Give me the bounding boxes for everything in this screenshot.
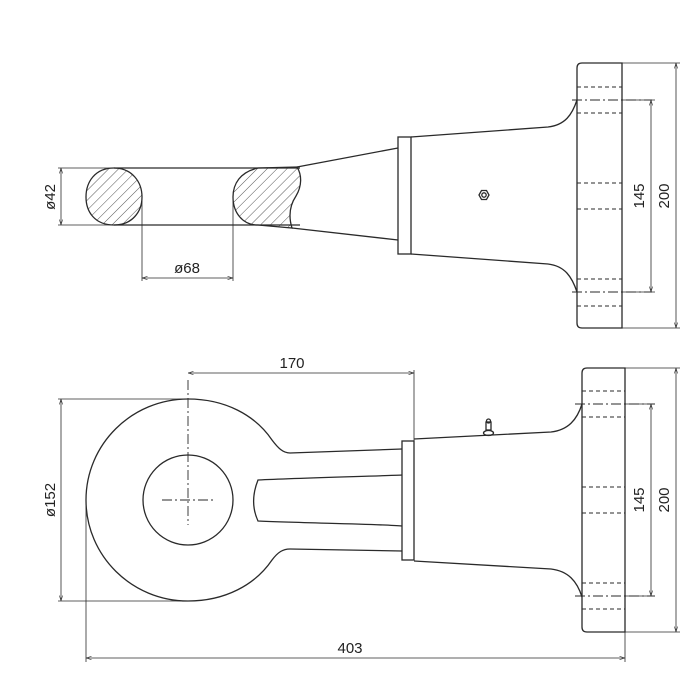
dimension-overall-length: 403 <box>85 500 626 662</box>
dimension-center-offset: 170 <box>188 355 415 441</box>
hatched-section-left <box>85 167 143 226</box>
collar <box>401 440 415 561</box>
hatched-section-right <box>232 166 302 229</box>
taper-bottom <box>291 227 399 241</box>
eye-outer-lower <box>85 398 403 602</box>
collar <box>397 136 412 255</box>
dim-label-o68: ø68 <box>174 260 200 277</box>
grease-nipple-icon <box>482 418 495 437</box>
flange <box>576 62 623 329</box>
dimension-bolt-spacing-top: 145 <box>622 99 655 293</box>
top-view: ø42 ø68 145 200 <box>42 62 680 329</box>
flange <box>581 367 626 633</box>
dimension-section-diameter: ø42 <box>42 167 114 226</box>
dimension-eye-diameter: ø68 <box>141 200 234 281</box>
dim-label-145-bottom: 145 <box>631 487 648 512</box>
dimension-bolt-spacing-bottom: 145 <box>625 403 655 597</box>
body-top-edge <box>410 99 578 138</box>
neck-slot <box>252 474 403 527</box>
bolt-holes-hidden <box>575 390 655 610</box>
dimension-outer-diameter: ø152 <box>42 398 188 602</box>
bolt-holes-hidden <box>572 86 652 307</box>
dim-label-200-top: 200 <box>656 183 673 208</box>
eye-outer-upper <box>187 398 403 454</box>
taper-top <box>296 147 399 168</box>
dim-label-o42: ø42 <box>42 184 59 210</box>
nut-icon <box>478 189 490 201</box>
dim-label-200-bottom: 200 <box>656 487 673 512</box>
dimension-flange-height-bottom: 200 <box>625 367 680 633</box>
dim-label-145-top: 145 <box>631 183 648 208</box>
dim-label-170: 170 <box>279 355 304 372</box>
dim-label-o152: ø152 <box>42 483 59 517</box>
body-top-edge <box>413 403 583 440</box>
dimension-flange-height-top: 200 <box>622 62 680 329</box>
dim-label-403: 403 <box>337 640 362 657</box>
bottom-view: 170 ø152 145 200 403 <box>42 355 680 662</box>
body-bottom-edge <box>410 253 578 293</box>
body-bottom-edge <box>413 560 583 598</box>
